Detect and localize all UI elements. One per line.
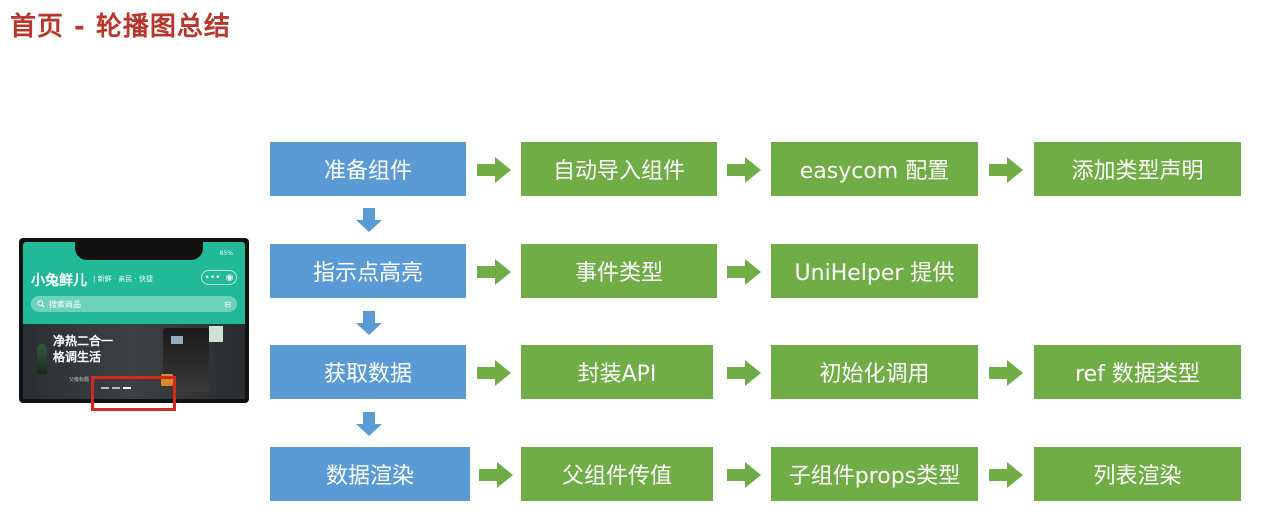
arrow-right-icon [989,462,1023,488]
step-ref-data-type: ref 数据类型 [1034,345,1241,399]
arrow-down-icon [356,208,382,232]
main-step-fetch-data: 获取数据 [270,345,466,399]
arrow-right-icon [727,462,761,488]
arrow-right-icon [727,360,761,386]
step-label: 列表渲染 [1093,464,1182,489]
arrow-right-icon [477,157,511,183]
phone-notch [75,242,203,260]
arrow-right-icon [479,462,513,488]
step-label: 封装API [577,362,657,387]
carousel-indicator-dots[interactable] [101,387,131,389]
indicator-dot-active[interactable] [123,387,131,389]
main-step-render-data: 数据渲染 [270,447,470,501]
arrow-right-icon [727,259,761,285]
phone-screenshot: 85% 小兔鲜儿 | 新鲜 · 亲民 · 快捷 ••• ◉ 搜索商品 ⊟ 净热二… [19,238,249,403]
close-icon[interactable]: ◉ [225,272,234,283]
step-label: 父组件传值 [561,464,672,489]
search-bar[interactable]: 搜索商品 ⊟ [31,296,237,312]
arrow-right-icon [477,360,511,386]
step-label: ref 数据类型 [1075,362,1200,387]
main-step-indicator-highlight: 指示点高亮 [270,244,466,298]
indicator-dot[interactable] [112,387,120,389]
arrow-down-icon [356,412,382,436]
app-slogan: | 新鲜 · 亲民 · 快捷 [93,275,153,283]
main-step-label: 指示点高亮 [312,261,423,286]
main-step-label: 数据渲染 [325,464,414,489]
phone-header: 85% 小兔鲜儿 | 新鲜 · 亲民 · 快捷 ••• ◉ 搜索商品 ⊟ [23,242,245,324]
arrow-down-icon [356,311,382,335]
step-label: 初始化调用 [819,362,930,387]
arrow-right-icon [989,157,1023,183]
step-label: UniHelper 提供 [794,261,955,286]
step-event-type: 事件类型 [521,244,717,298]
step-label: 事件类型 [574,261,663,286]
arrow-right-icon [989,360,1023,386]
scan-icon[interactable]: ⊟ [224,299,231,309]
search-icon [37,300,45,308]
indicator-dot[interactable] [101,387,109,389]
carousel-banner[interactable]: 净热二合一 格调生活 父级标题 [23,324,245,399]
main-step-label: 获取数据 [323,362,412,387]
app-brand: 小兔鲜儿 [31,273,87,289]
step-child-props-type: 子组件props类型 [771,447,978,501]
step-label: 自动导入组件 [552,159,685,184]
battery-indicator: 85% [219,250,233,257]
banner-headline: 净热二合一 [53,334,114,348]
arrow-right-icon [727,157,761,183]
step-wrap-api: 封装API [521,345,713,399]
step-init-call: 初始化调用 [771,345,978,399]
step-unihelper: UniHelper 提供 [771,244,978,298]
plant-decoration [37,344,47,374]
step-label: 子组件props类型 [788,464,961,489]
search-placeholder: 搜索商品 [49,299,81,309]
banner-caption: 父级标题 [69,377,90,383]
indicator-highlight-box [91,376,176,411]
product-screen [171,336,183,344]
step-easycom-config: easycom 配置 [771,142,978,196]
step-parent-pass-value: 父组件传值 [521,447,713,501]
step-label: 添加类型声明 [1071,159,1204,184]
step-list-render: 列表渲染 [1034,447,1241,501]
banner-subheadline: 格调生活 [53,350,102,364]
step-add-type-declaration: 添加类型声明 [1034,142,1241,196]
arrow-right-icon [477,259,511,285]
mini-program-capsule[interactable]: ••• ◉ [201,270,237,285]
more-icon[interactable]: ••• [204,272,221,283]
step-auto-import: 自动导入组件 [521,142,717,196]
wall-poster [209,326,223,342]
main-step-prepare-component: 准备组件 [270,142,466,196]
main-step-label: 准备组件 [323,159,412,184]
page-title: 首页 - 轮播图总结 [10,12,231,42]
step-label: easycom 配置 [799,159,950,184]
